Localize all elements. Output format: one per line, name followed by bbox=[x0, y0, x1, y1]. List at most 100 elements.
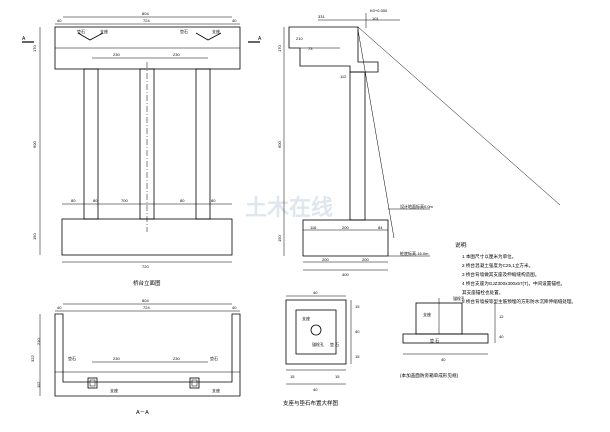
dim-left-top: 170 bbox=[32, 45, 37, 52]
plan-dim-inner: 724 bbox=[143, 305, 150, 310]
slope-line bbox=[357, 26, 561, 206]
anchor-dim-h-a: 12 bbox=[499, 314, 504, 319]
dim-side-cap-b: 73 bbox=[308, 46, 313, 51]
plan-dim-right: 40 bbox=[232, 305, 237, 310]
detail-dim-side-c: 15 bbox=[355, 354, 360, 359]
plan-pad-left bbox=[89, 379, 96, 387]
side-column bbox=[349, 71, 366, 221]
dim-side-base-d: 200 bbox=[322, 257, 329, 262]
plan-dim-h-a: 322 bbox=[30, 355, 35, 362]
anchor-pad bbox=[402, 333, 489, 344]
note-6: 5 桥台背墙按等型主筋预埋的方形防水沉降伸缩缝处理。 bbox=[462, 298, 576, 305]
label-bottom-top: 设计地面标高0.0m bbox=[400, 203, 434, 209]
dim-side-cap-height: 170 bbox=[277, 45, 282, 52]
dim-top-total: 804 bbox=[142, 11, 149, 16]
elevation-view: A A 804 40 724 40 垫石 支座 垫石 支座 230 230 80… bbox=[22, 11, 262, 287]
plan-bearing-right bbox=[189, 377, 200, 389]
elevation-title: 桥台立面图 bbox=[133, 279, 161, 287]
side-view: K0+0.000 331 101 210 73 112 116 200 84 设… bbox=[277, 8, 561, 277]
anchor-label-pad: 垫 石 bbox=[430, 337, 439, 343]
plan-dim-mid-a: 230 bbox=[113, 356, 120, 361]
side-cap-profile bbox=[288, 26, 379, 73]
note-5: 其支座锚栓也处置。 bbox=[462, 289, 503, 296]
detail-label-bolt: 锚栓孔 bbox=[312, 341, 324, 347]
plan-bearing-left bbox=[87, 377, 98, 389]
dim-side-foot-height: 150 bbox=[277, 235, 282, 242]
label-right-bearing: 支座 bbox=[212, 28, 220, 34]
dim-side-top-b: 101 bbox=[372, 16, 379, 21]
dim-side-col-height: 600 bbox=[277, 141, 282, 148]
section-mark-right: A bbox=[258, 36, 262, 42]
section-mark-left: A bbox=[22, 36, 26, 42]
detail-label-bearing: 支座 bbox=[302, 315, 310, 321]
plan-label-right-pad: 垫石 bbox=[210, 355, 218, 361]
dim-side-top-a: 331 bbox=[318, 14, 325, 19]
watermark: 土木在线 bbox=[245, 195, 333, 220]
notes-heading: 说明: bbox=[455, 241, 468, 249]
dim-side-base-a: 116 bbox=[310, 225, 317, 230]
anchor-note: (本加盖面防旁箱单成形见规) bbox=[400, 372, 459, 379]
dim-side-base-total: 400 bbox=[342, 272, 349, 277]
elevation-marker: K0+0.000 bbox=[370, 8, 388, 13]
side-footing bbox=[302, 219, 389, 257]
anchor-dim-w: 40 bbox=[441, 357, 446, 362]
dim-top-inner: 724 bbox=[143, 18, 150, 23]
dim-cap-b: 230 bbox=[173, 52, 180, 57]
dim-side-base-c: 84 bbox=[378, 225, 383, 230]
dim-pile-gap-2: 80 bbox=[93, 198, 98, 203]
anchor-label-bearing: 支座 bbox=[423, 311, 431, 317]
dim-left-mid: 600 bbox=[32, 141, 37, 148]
dim-side-cap-a: 210 bbox=[296, 36, 303, 41]
anchor-label-bolt: 锚栓孔 bbox=[453, 295, 465, 301]
dim-side-cap-c: 112 bbox=[340, 74, 347, 79]
dim-cap-a: 230 bbox=[113, 52, 120, 57]
dim-top-right: 40 bbox=[232, 18, 237, 23]
note-1: 1 本图尺寸以厘米为单位。 bbox=[462, 253, 516, 260]
anchor-dim-h-b: 40 bbox=[499, 334, 504, 339]
notes: 说明: 1 本图尺寸以厘米为单位。 2 桥台混凝土强度为C25,1立方米。 3 … bbox=[455, 241, 576, 305]
slope-line-2 bbox=[357, 29, 395, 239]
detail-dim-side-b: 40 bbox=[355, 329, 360, 334]
footing bbox=[61, 218, 233, 256]
label-left-bearing: 支座 bbox=[100, 28, 108, 34]
note-4: 4 桥台支座为GJZ300x300x57(T)，中间设置锚栓。 bbox=[462, 280, 565, 287]
detail-bearing-outline bbox=[295, 309, 337, 355]
note-2: 2 桥台混凝土强度为C25,1立方米。 bbox=[462, 262, 533, 269]
plan-label-left-bearing: 支座 bbox=[110, 387, 118, 393]
detail-dim-bottom-b: 15 bbox=[335, 374, 340, 379]
plan-dim-h-c: 112 bbox=[36, 381, 41, 388]
detail-bolt-hole bbox=[310, 324, 322, 336]
dim-top-left: 40 bbox=[57, 18, 62, 23]
dim-side-base-e: 200 bbox=[362, 257, 369, 262]
plan-section-label: A－A bbox=[136, 410, 149, 416]
dim-pile-gap-3: 700 bbox=[121, 198, 128, 203]
bearing-right-shape bbox=[195, 32, 222, 41]
detail-dim-bottom-a: 15 bbox=[290, 374, 295, 379]
plan-pad-right bbox=[191, 379, 198, 387]
plan-label-left-pad: 垫石 bbox=[68, 355, 76, 361]
plan-dim-total: 804 bbox=[142, 298, 149, 303]
detail-bearing-title: 支座与垫石布置大样图 bbox=[283, 399, 339, 407]
plan-dim-h-b: 210 bbox=[36, 338, 41, 345]
detail-label-pad: 垫 石 bbox=[330, 341, 339, 347]
label-left-pad: 垫石 bbox=[77, 28, 85, 34]
label-right-pad: 垫石 bbox=[180, 28, 188, 34]
plan-dim-mid-b: 230 bbox=[173, 356, 180, 361]
dim-footing-width: 720 bbox=[142, 264, 149, 269]
column-1 bbox=[83, 68, 99, 220]
detail-dim-side-a: 15 bbox=[355, 304, 360, 309]
plan-dim-left: 40 bbox=[57, 305, 62, 310]
label-bottom-base: 桩底标高-16.0m bbox=[400, 250, 429, 256]
bearing-left-shape bbox=[77, 32, 104, 41]
detail-pad-outline bbox=[285, 299, 347, 365]
dim-pile-gap-5: 80 bbox=[211, 198, 216, 203]
note-3: 3 桥台背墙做其支座及伸缩缝构造图。 bbox=[462, 271, 539, 278]
detail-dim-total: 40 bbox=[313, 387, 318, 392]
plan-outline bbox=[54, 313, 241, 397]
dim-left-bottom: 150 bbox=[32, 233, 37, 240]
dim-pile-gap-1: 80 bbox=[71, 198, 76, 203]
bearing-detail: 40 支座 锚栓孔 垫 石 15 40 15 15 15 40 支座与垫石布置大… bbox=[283, 290, 360, 407]
plan-label-right-bearing: 支座 bbox=[212, 387, 220, 393]
